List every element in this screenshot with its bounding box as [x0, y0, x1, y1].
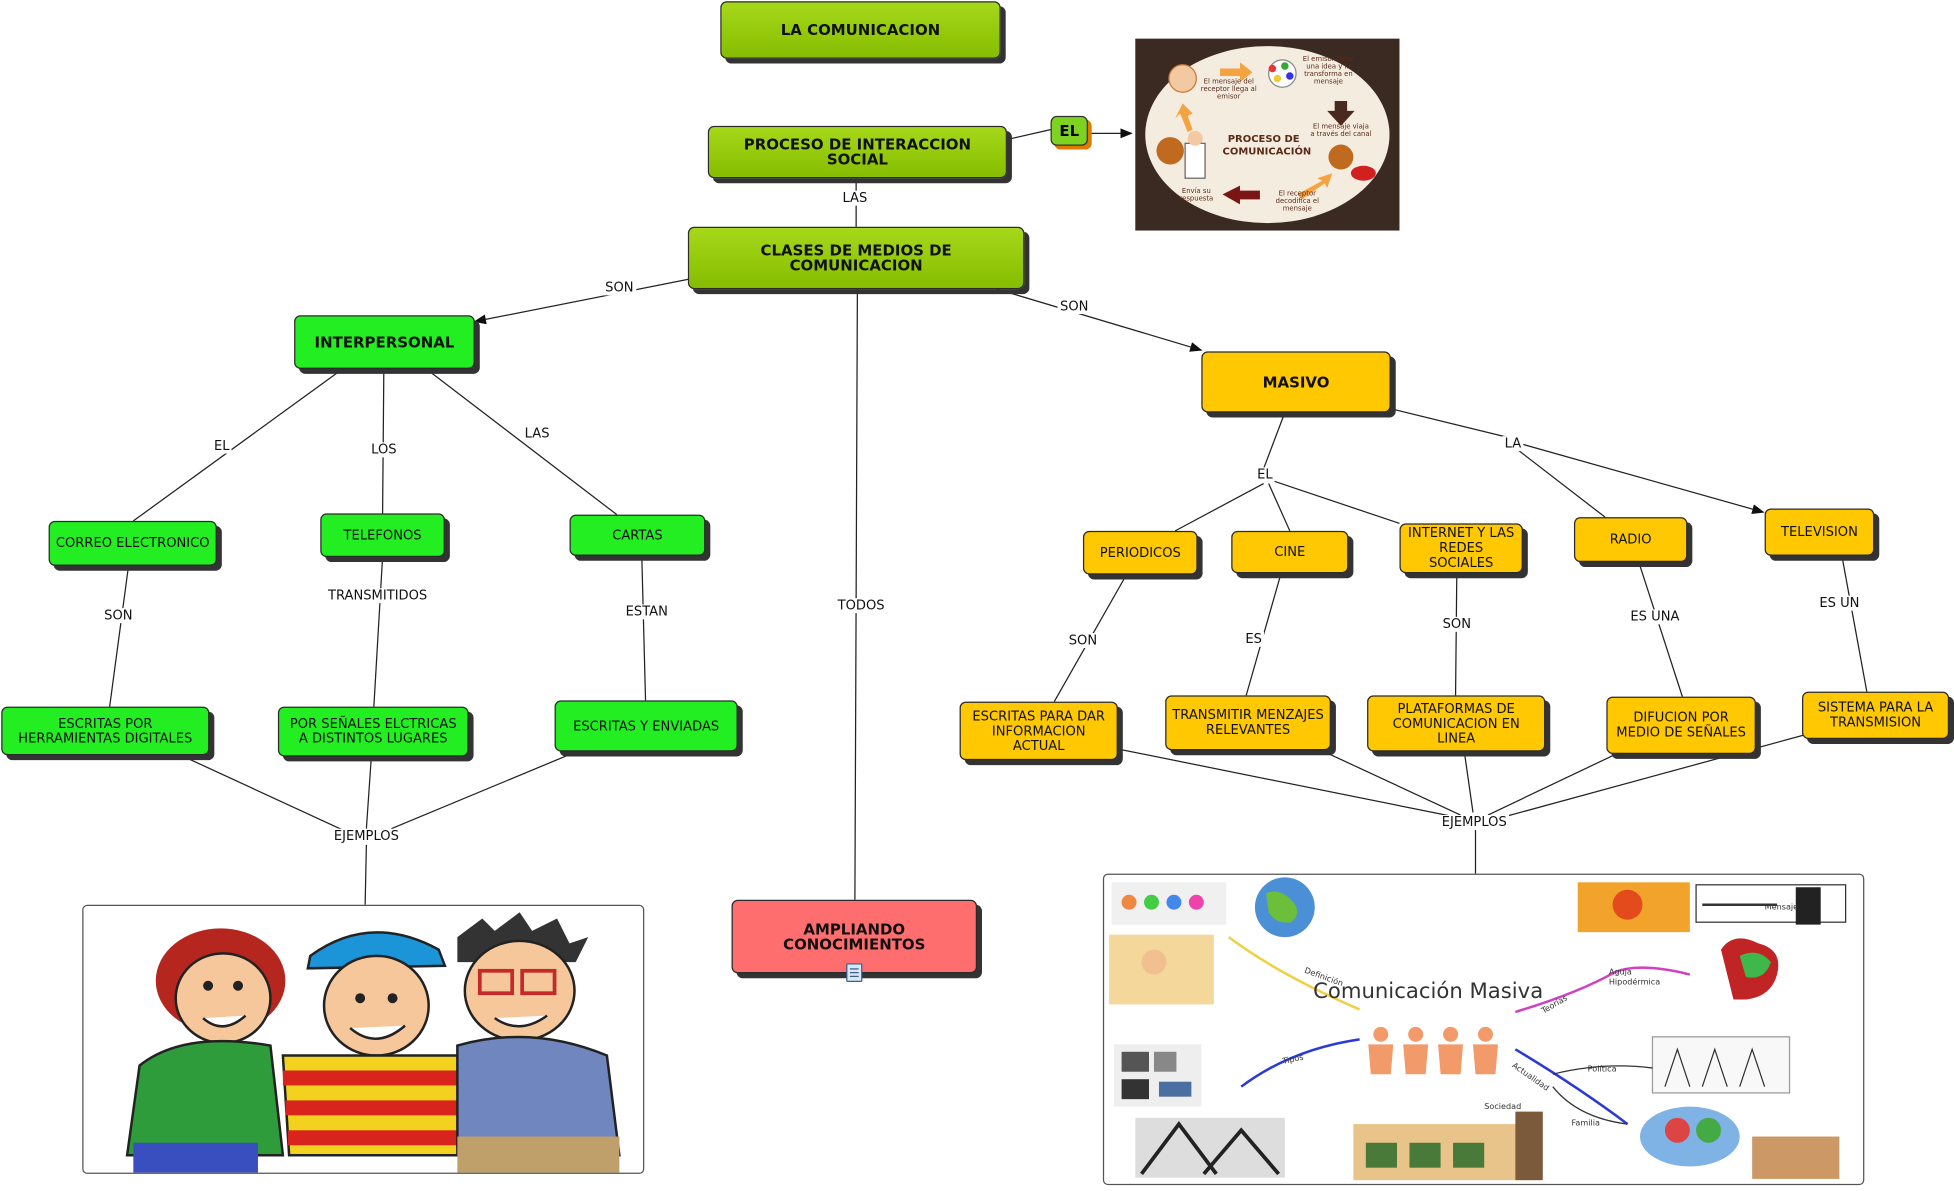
transmitir-node[interactable]: TRANSMITIR MENZAJES RELEVANTES — [1165, 695, 1331, 751]
process-image-t3: El receptor decodifica el mensaje — [1275, 190, 1319, 214]
periodicos-node[interactable]: PERIODICOS — [1082, 530, 1198, 575]
masiva-collage-art — [1109, 877, 1847, 1181]
label-transmitidos: TRANSMITIDOS — [325, 588, 430, 604]
masiva-branch-familia: Familia — [1571, 1117, 1600, 1128]
process-image-t5: El mensaje del receptor llega al emisor — [1200, 78, 1257, 101]
label-es-cine: ES — [1242, 631, 1265, 647]
children-art — [125, 912, 621, 1173]
proceso-text: PROCESO DE INTERACCION SOCIAL — [743, 135, 972, 169]
process-image-t2: El mensaje viaja a través del canal — [1310, 123, 1372, 139]
label-el-left: EL — [211, 438, 233, 454]
cine-text: CINE — [1274, 544, 1306, 560]
label-el-right: EL — [1254, 467, 1276, 483]
masiva-collage[interactable]: Comunicación Masiva Definición Tipos Teo… — [1102, 873, 1865, 1186]
television-node[interactable]: TELEVISION — [1764, 508, 1875, 556]
el-badge[interactable]: EL — [1050, 115, 1088, 146]
masiva-title: Comunicación Masiva — [1313, 979, 1544, 1005]
label-los: LOS — [368, 442, 400, 458]
label-son-correo: SON — [101, 608, 136, 624]
label-son-internet: SON — [1440, 616, 1474, 632]
el-badge-text: EL — [1059, 122, 1080, 140]
process-image-art — [1156, 59, 1376, 205]
process-image-center: PROCESO DE COMUNICACIÓN — [1222, 133, 1312, 158]
sistema-text: SISTEMA PARA LA TRANSMISION — [1817, 700, 1934, 731]
masiva-branch-aguja: Aguja Hipodérmica — [1608, 967, 1661, 987]
transmitir-text: TRANSMITIR MENZAJES RELEVANTES — [1172, 707, 1324, 738]
cartas-node[interactable]: CARTAS — [569, 514, 706, 556]
escritas-enviadas-text: ESCRITAS Y ENVIADAS — [573, 718, 720, 734]
plataformas-text: PLATAFORMAS DE COMUNICACION EN LINEA — [1392, 700, 1520, 746]
label-es-un: ES UN — [1816, 595, 1862, 611]
senales-text: POR SEÑALES ELCTRICAS A DISTINTOS LUGARE… — [289, 716, 457, 747]
masivo-text: MASIVO — [1262, 373, 1330, 391]
label-todos: TODOS — [835, 598, 888, 614]
label-es-una: ES UNA — [1627, 609, 1682, 625]
proceso-node[interactable]: PROCESO DE INTERACCION SOCIAL — [707, 125, 1007, 179]
internet-node[interactable]: INTERNET Y LAS REDES SOCIALES — [1399, 523, 1523, 574]
masiva-branch-politica: Política — [1587, 1064, 1617, 1075]
process-image[interactable]: PROCESO DE COMUNICACIÓN El emisor tiene … — [1135, 38, 1400, 231]
interpersonal-text: INTERPERSONAL — [314, 333, 455, 351]
sistema-node[interactable]: SISTEMA PARA LA TRANSMISION — [1802, 691, 1950, 739]
difucion-node[interactable]: DIFUCION POR MEDIO DE SEÑALES — [1606, 696, 1756, 754]
telefonos-node[interactable]: TELEFONOS — [320, 513, 445, 558]
label-las-top: LAS — [839, 190, 870, 206]
plataformas-node[interactable]: PLATAFORMAS DE COMUNICACION EN LINEA — [1367, 695, 1546, 752]
television-text: TELEVISION — [1780, 524, 1858, 540]
children-illustration[interactable] — [82, 904, 645, 1174]
process-image-t1: El emisor tiene una idea y la transforma… — [1302, 56, 1355, 86]
clases-text: CLASES DE MEDIOS DE COMUNICACION — [760, 241, 952, 275]
masivo-node[interactable]: MASIVO — [1201, 351, 1391, 413]
escritas-herramientas-text: ESCRITAS POR HERRAMIENTAS DIGITALES — [18, 715, 193, 746]
escritas-info-node[interactable]: ESCRITAS PARA DAR INFORMACION ACTUAL — [959, 701, 1118, 761]
escritas-enviadas-node[interactable]: ESCRITAS Y ENVIADAS — [554, 700, 738, 752]
label-las-left: LAS — [522, 426, 553, 442]
telefonos-text: TELEFONOS — [343, 527, 422, 543]
radio-text: RADIO — [1609, 532, 1652, 548]
masiva-branch-mensaje: Mensaje — [1764, 902, 1799, 913]
label-ejemplos-left: EJEMPLOS — [331, 828, 402, 844]
label-son-left: SON — [602, 280, 637, 296]
cine-node[interactable]: CINE — [1231, 530, 1349, 574]
label-la-right: LA — [1502, 436, 1524, 452]
process-image-t4: Envía su respuesta — [1179, 188, 1214, 204]
interpersonal-node[interactable]: INTERPERSONAL — [294, 315, 475, 369]
senales-node[interactable]: POR SEÑALES ELCTRICAS A DISTINTOS LUGARE… — [277, 706, 469, 757]
masiva-branch-sociedad: Sociedad — [1484, 1101, 1522, 1112]
escritas-herramientas-node[interactable]: ESCRITAS POR HERRAMIENTAS DIGITALES — [1, 706, 210, 756]
ampliando-node[interactable]: AMPLIANDO CONOCIMIENTOS — [731, 899, 978, 974]
ampliando-text: AMPLIANDO CONOCIMIENTOS — [783, 920, 926, 953]
label-son-right: SON — [1057, 299, 1091, 315]
note-icon[interactable] — [846, 963, 863, 983]
label-son-periodicos: SON — [1066, 633, 1100, 649]
label-estan: ESTAN — [623, 604, 671, 620]
correo-text: CORREO ELECTRONICO — [55, 535, 210, 551]
radio-node[interactable]: RADIO — [1573, 517, 1688, 563]
periodicos-text: PERIODICOS — [1099, 545, 1181, 561]
internet-text: INTERNET Y LAS REDES SOCIALES — [1408, 525, 1515, 571]
escritas-info-text: ESCRITAS PARA DAR INFORMACION ACTUAL — [972, 708, 1106, 754]
label-ejemplos-right: EJEMPLOS — [1439, 815, 1510, 830]
title-node[interactable]: LA COMUNICACION — [720, 1, 1001, 59]
clases-node[interactable]: CLASES DE MEDIOS DE COMUNICACION — [687, 226, 1025, 290]
title-text: LA COMUNICACION — [780, 21, 941, 39]
correo-node[interactable]: CORREO ELECTRONICO — [48, 520, 217, 566]
difucion-text: DIFUCION POR MEDIO DE SEÑALES — [1616, 710, 1746, 741]
cartas-text: CARTAS — [612, 527, 663, 543]
